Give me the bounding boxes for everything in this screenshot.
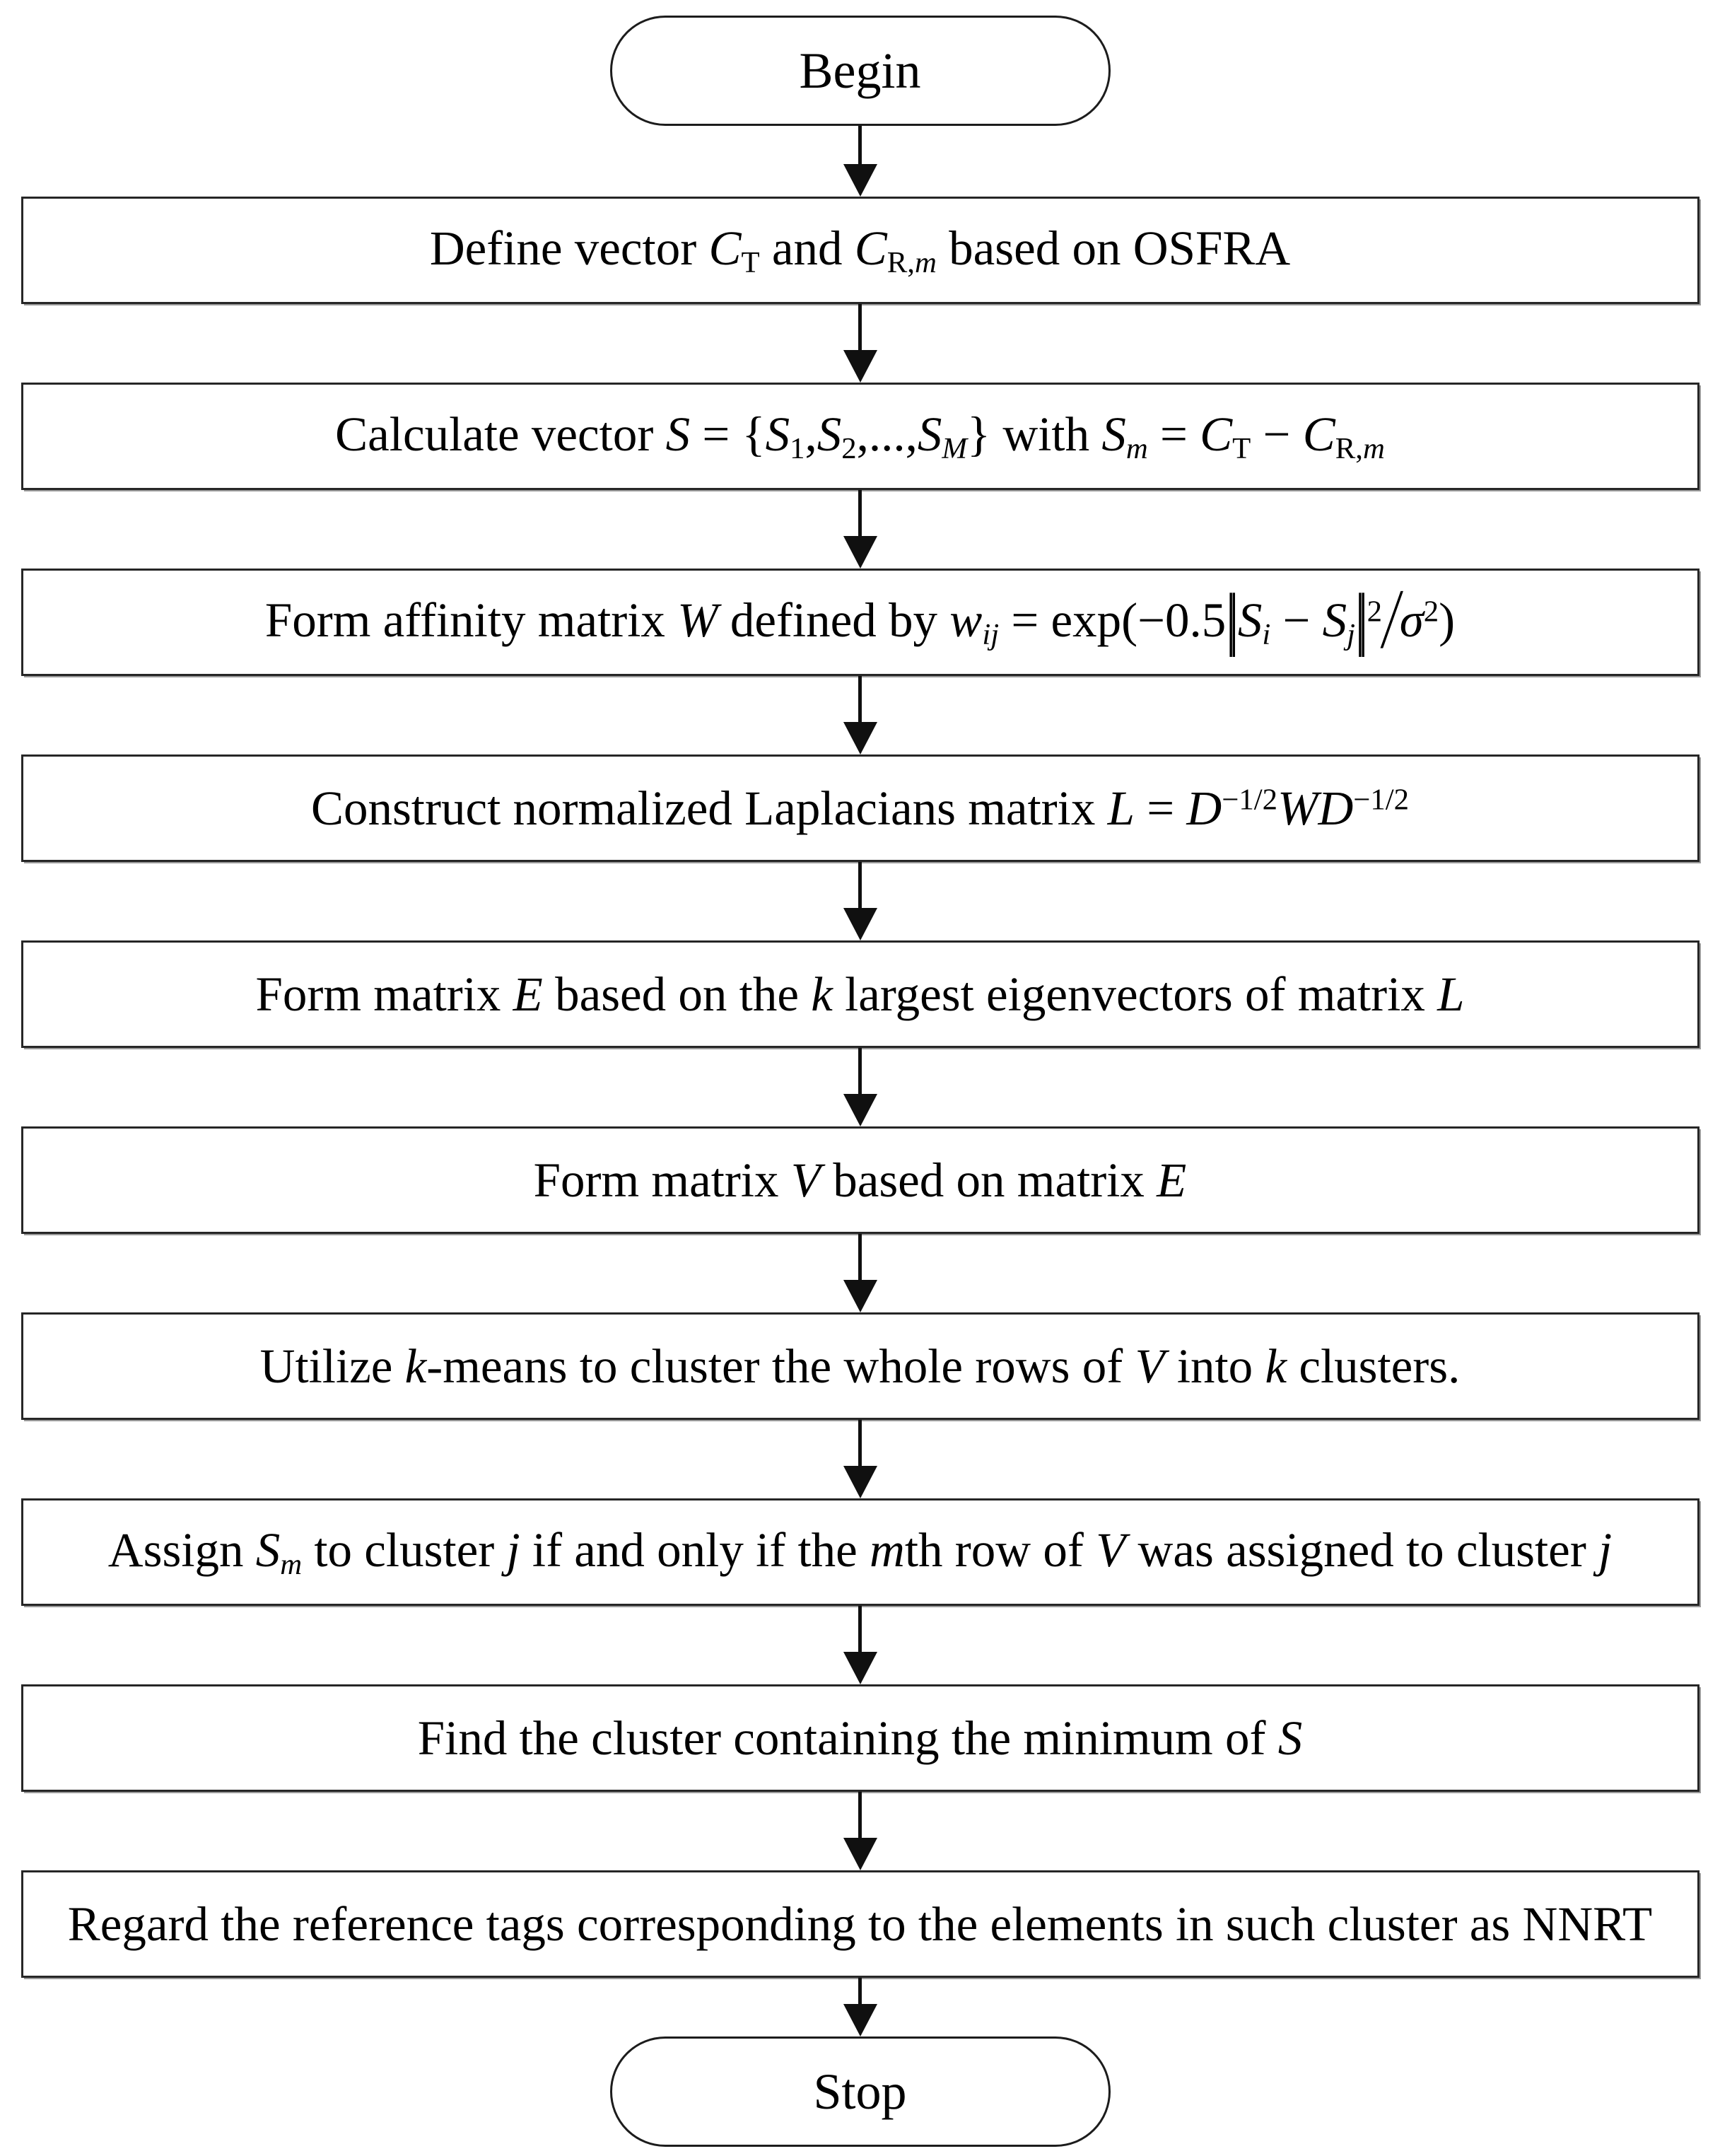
begin-label: Begin — [799, 42, 921, 99]
down-arrow — [843, 862, 877, 940]
arrow-shaft — [858, 1048, 862, 1100]
process-construct-normalized-laplacian-text: Construct normalized Laplacians matrix L… — [310, 781, 1410, 835]
arrow-shaft — [858, 126, 862, 170]
process-kmeans-cluster-rows-text: Utilize k-means to cluster the whole row… — [259, 1339, 1461, 1393]
process-calculate-vector-s: Calculate vector S = {S1,S2,...,SM} with… — [21, 383, 1699, 490]
terminator-stop: Stop — [609, 2036, 1111, 2147]
arrow-shaft — [858, 1792, 862, 1843]
arrow-shaft — [858, 1234, 862, 1286]
arrow-shaft — [858, 490, 862, 542]
down-arrow — [843, 490, 877, 569]
arrow-head-icon — [843, 722, 877, 754]
arrow-shaft — [858, 676, 862, 728]
down-arrow — [843, 304, 877, 383]
arrow-head-icon — [843, 1652, 877, 1684]
process-form-matrix-v: Form matrix V based on matrix E — [21, 1126, 1699, 1234]
process-form-matrix-e: Form matrix E based on the k largest eig… — [21, 940, 1699, 1048]
arrow-shaft — [858, 862, 862, 914]
process-assign-sm-to-cluster-text: Assign Sm to cluster j if and only if th… — [107, 1522, 1613, 1582]
arrow-head-icon — [843, 1838, 877, 1870]
down-arrow — [843, 1420, 877, 1498]
process-find-min-cluster: Find the cluster containing the minimum … — [21, 1684, 1699, 1792]
process-form-affinity-matrix-text: Form affinity matrix W defined by wij = … — [264, 571, 1456, 666]
arrow-shaft — [858, 1978, 862, 2010]
terminator-begin: Begin — [609, 16, 1111, 126]
process-regard-tags-nnrt: Regard the reference tags corresponding … — [21, 1870, 1699, 1978]
process-form-matrix-v-text: Form matrix V based on matrix E — [533, 1153, 1187, 1207]
arrow-shaft — [858, 1420, 862, 1472]
arrow-head-icon — [843, 350, 877, 383]
down-arrow — [843, 126, 877, 197]
down-arrow — [843, 1792, 877, 1870]
arrow-head-icon — [843, 1094, 877, 1126]
process-calculate-vector-s-text: Calculate vector S = {S1,S2,...,SM} with… — [335, 407, 1385, 466]
process-kmeans-cluster-rows: Utilize k-means to cluster the whole row… — [21, 1312, 1699, 1420]
process-define-vectors-text: Define vector CT and CR,m based on OSFRA — [429, 221, 1291, 280]
process-find-min-cluster-text: Find the cluster containing the minimum … — [417, 1711, 1303, 1765]
process-form-matrix-e-text: Form matrix E based on the k largest eig… — [255, 967, 1465, 1021]
arrow-head-icon — [843, 1280, 877, 1312]
down-arrow — [843, 1606, 877, 1684]
process-regard-tags-nnrt-text: Regard the reference tags corresponding … — [67, 1896, 1653, 1951]
down-arrow — [843, 676, 877, 754]
arrow-head-icon — [843, 164, 877, 197]
down-arrow — [843, 1234, 877, 1312]
process-construct-normalized-laplacian: Construct normalized Laplacians matrix L… — [21, 754, 1699, 862]
arrow-shaft — [858, 1606, 862, 1657]
process-define-vectors: Define vector CT and CR,m based on OSFRA — [21, 197, 1699, 304]
process-assign-sm-to-cluster: Assign Sm to cluster j if and only if th… — [21, 1498, 1699, 1606]
process-form-affinity-matrix: Form affinity matrix W defined by wij = … — [21, 569, 1699, 676]
down-arrow — [843, 1048, 877, 1126]
arrow-head-icon — [843, 908, 877, 940]
arrow-shaft — [858, 304, 862, 356]
arrow-head-icon — [843, 536, 877, 569]
down-arrow — [843, 1978, 877, 2036]
arrow-head-icon — [843, 1466, 877, 1498]
arrow-head-icon — [843, 2004, 877, 2036]
stop-label: Stop — [813, 2063, 907, 2120]
